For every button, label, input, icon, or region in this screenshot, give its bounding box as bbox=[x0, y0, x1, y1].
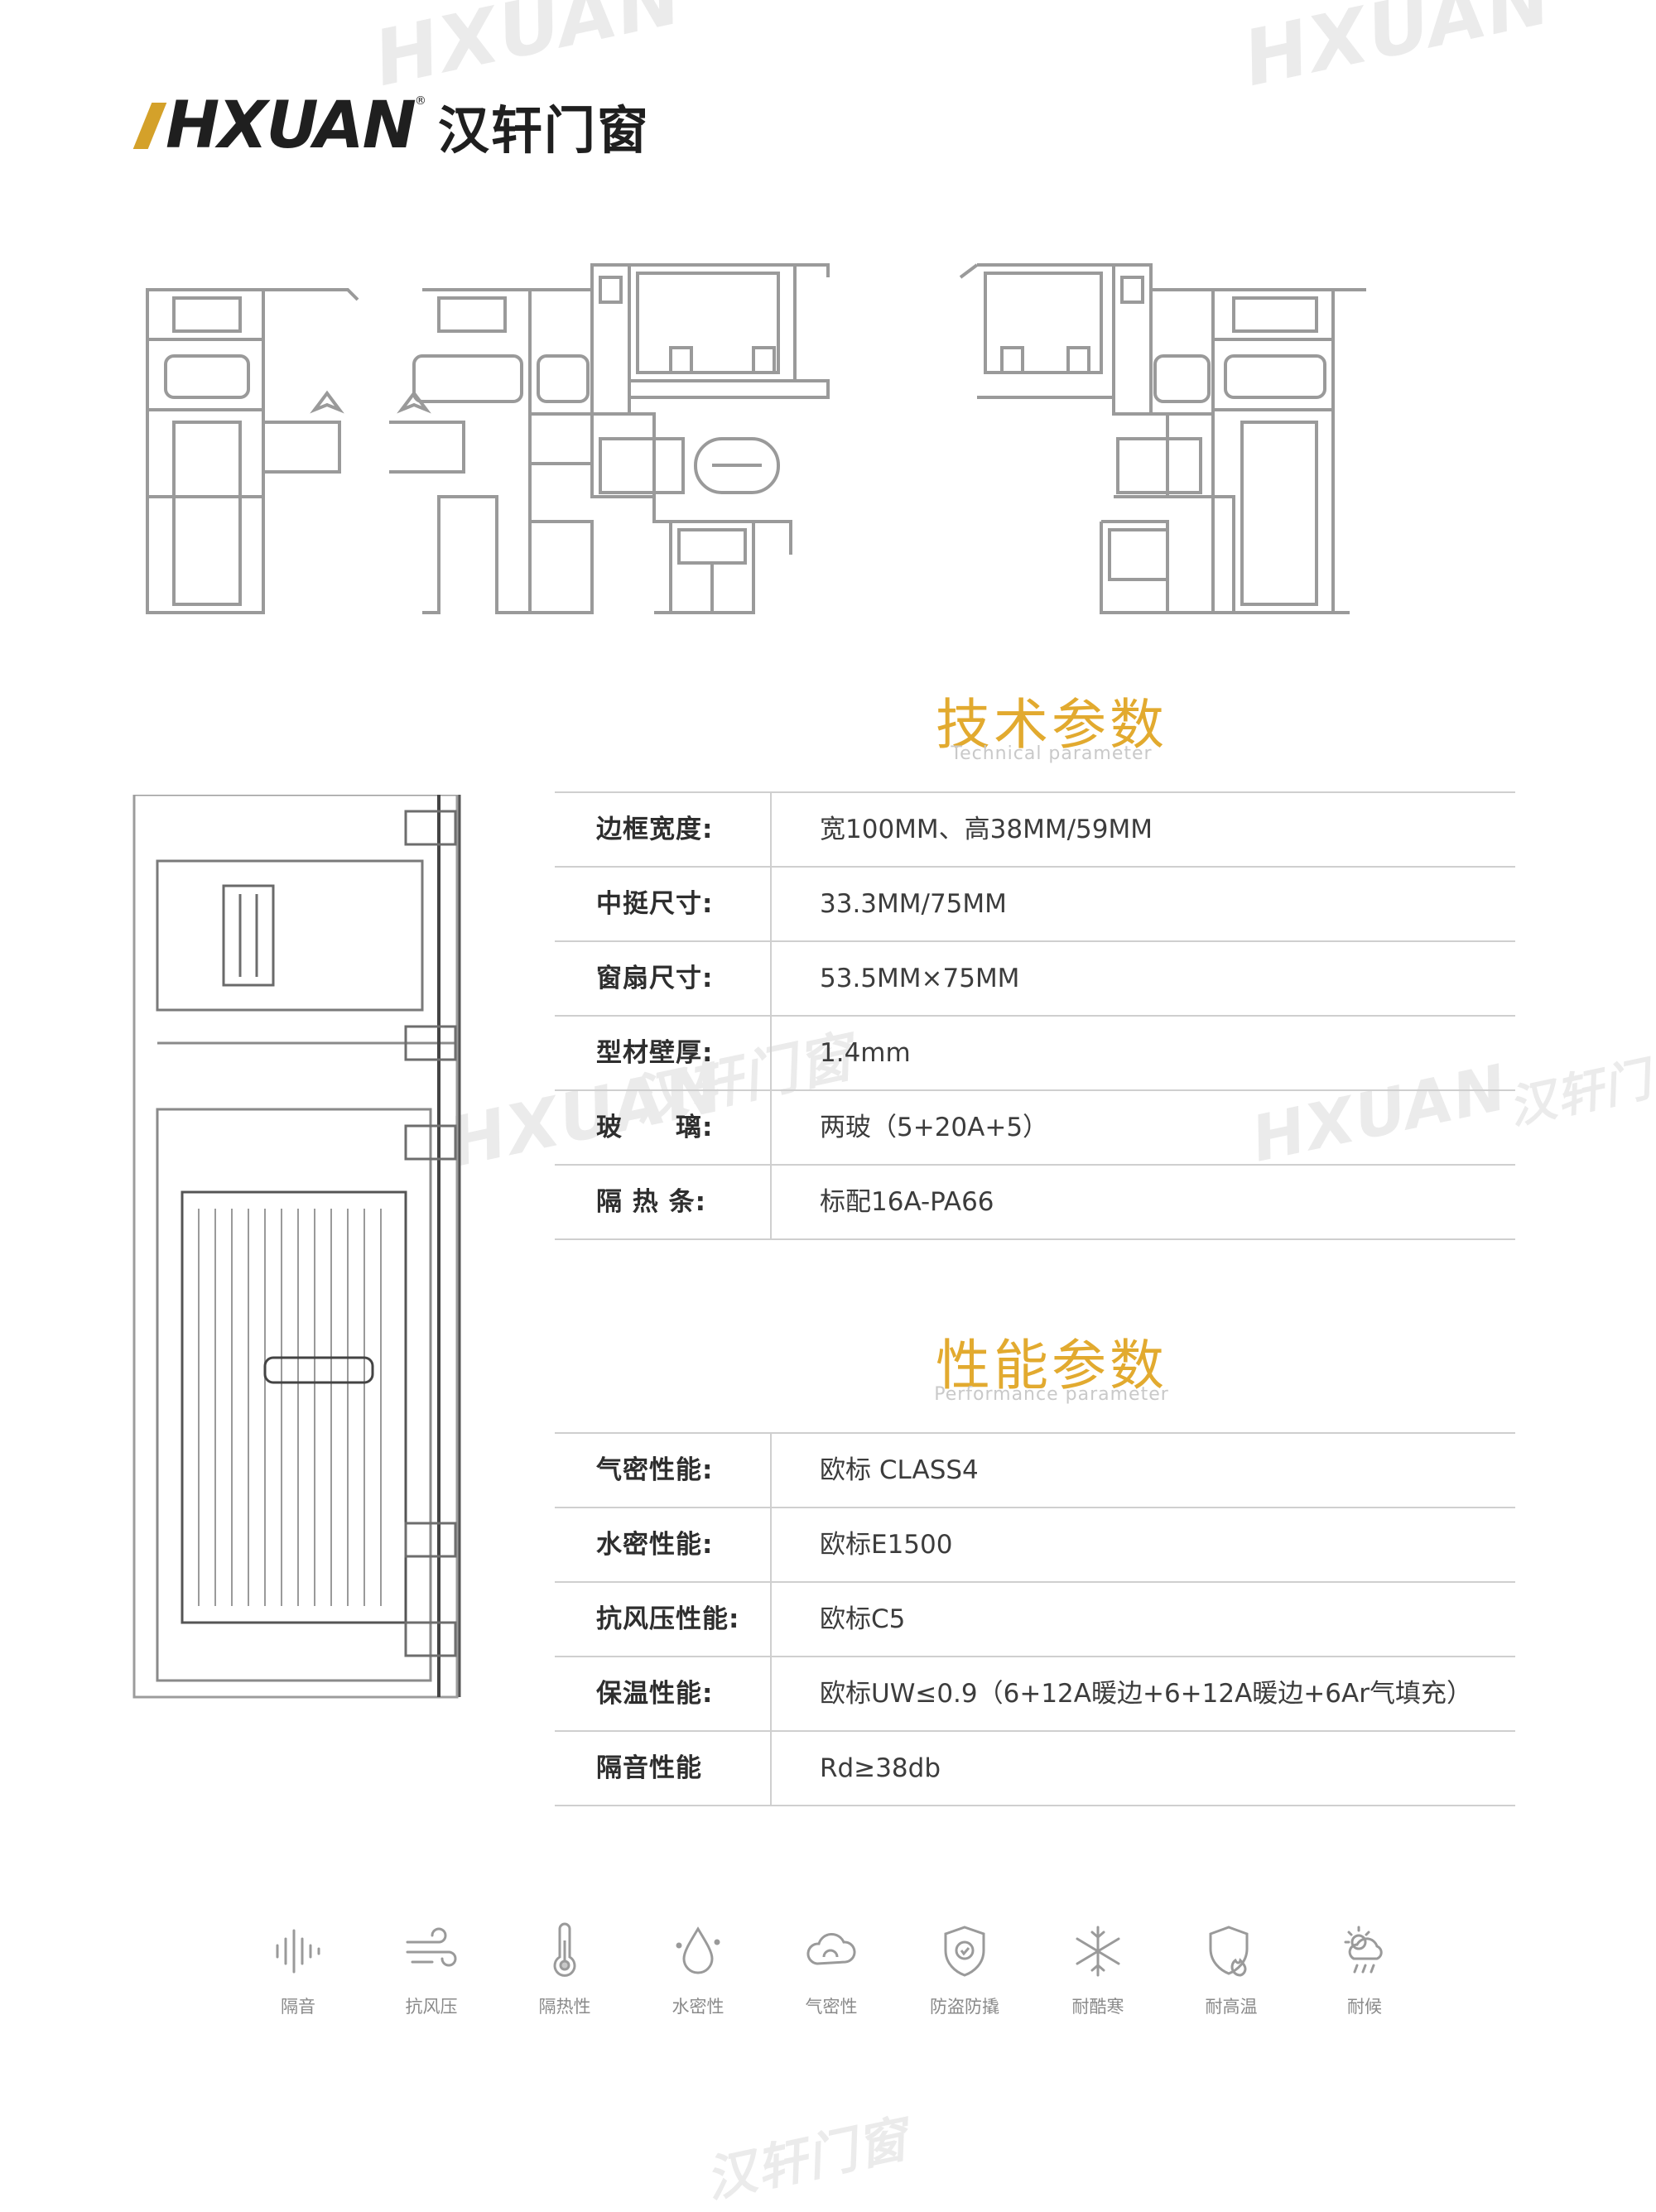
param-value: 33.3MM/75MM bbox=[820, 889, 1007, 919]
table-row: 窗扇尺寸: 53.5MM×75MM bbox=[555, 942, 1515, 1017]
feature-label: 防盗防撬 bbox=[930, 1997, 999, 2017]
performance-subtitle: Performance parameter bbox=[934, 1384, 1169, 1405]
param-label: 气密性能: bbox=[596, 1455, 714, 1485]
feature-label: 耐高温 bbox=[1205, 1997, 1258, 2017]
param-value: 宽100MM、高38MM/59MM bbox=[820, 815, 1153, 844]
table-row: 隔音性能 Rd≥38db bbox=[555, 1732, 1515, 1806]
param-value: 53.5MM×75MM bbox=[820, 964, 1020, 993]
profile-center-mullion bbox=[389, 263, 830, 614]
watermark: HXUAN bbox=[1235, 0, 1560, 103]
snowflake-icon bbox=[1076, 1926, 1120, 1977]
watermark: 汉轩门窗 bbox=[1504, 1042, 1656, 1136]
table-row: 隔 热 条: 标配16A-PA66 bbox=[555, 1166, 1515, 1240]
feature-sound: 隔音 bbox=[253, 1921, 344, 2018]
param-value: 标配16A-PA66 bbox=[820, 1187, 994, 1217]
cloud-icon bbox=[806, 1933, 856, 1965]
row-divider bbox=[770, 1508, 772, 1581]
feature-security: 防盗防撬 bbox=[919, 1921, 1010, 2018]
param-value: 欧标E1500 bbox=[820, 1530, 953, 1560]
logo-latin: HXUAN bbox=[166, 89, 416, 163]
param-label: 边框宽度: bbox=[596, 815, 714, 844]
fire-shield-icon bbox=[1209, 1926, 1249, 1977]
row-divider bbox=[770, 1657, 772, 1730]
window-corner-render bbox=[132, 795, 461, 1699]
row-divider bbox=[770, 1166, 772, 1238]
shield-icon bbox=[944, 1926, 985, 1977]
param-label: 抗风压性能: bbox=[596, 1604, 740, 1634]
table-row: 边框宽度: 宽100MM、高38MM/59MM bbox=[555, 791, 1515, 868]
performance-table: 气密性能: 欧标 CLASS4 水密性能: 欧标E1500 抗风压性能: 欧标C… bbox=[555, 1432, 1515, 1806]
feature-heat: 耐高温 bbox=[1186, 1921, 1277, 2018]
watermark: 汉轩门窗 bbox=[700, 2109, 914, 2210]
param-label: 隔 热 条: bbox=[596, 1187, 706, 1217]
table-row: 水密性能: 欧标E1500 bbox=[555, 1508, 1515, 1583]
performance-title: 性能参数 bbox=[936, 1334, 1167, 1397]
feature-label: 抗风压 bbox=[405, 1997, 458, 2017]
technical-table: 边框宽度: 宽100MM、高38MM/59MM 中挺尺寸: 33.3MM/75M… bbox=[555, 791, 1515, 1240]
row-divider bbox=[770, 942, 772, 1015]
profile-right-frame bbox=[959, 263, 1366, 614]
technical-title: 技术参数 bbox=[936, 693, 1167, 757]
logo-chinese: 汉轩门窗 bbox=[437, 100, 650, 161]
table-row: 玻 璃: 两玻（5+20A+5） bbox=[555, 1091, 1515, 1166]
param-value: 欧标C5 bbox=[820, 1604, 906, 1634]
param-label: 水密性能: bbox=[596, 1530, 714, 1560]
profile-left-frame bbox=[146, 288, 359, 614]
table-row: 型材壁厚: 1.4mm bbox=[555, 1017, 1515, 1091]
registered-mark: ® bbox=[414, 94, 426, 108]
feature-weather: 耐候 bbox=[1319, 1921, 1410, 2018]
param-label: 保温性能: bbox=[596, 1679, 714, 1709]
row-divider bbox=[770, 1091, 772, 1164]
feature-airtight: 气密性 bbox=[786, 1921, 877, 2018]
weather-icon bbox=[1344, 1926, 1383, 1974]
profile-section-drawing bbox=[146, 263, 1366, 614]
param-value: 两玻（5+20A+5） bbox=[820, 1113, 1049, 1142]
sound-icon bbox=[276, 1929, 320, 1974]
table-row: 气密性能: 欧标 CLASS4 bbox=[555, 1432, 1515, 1508]
param-value: 欧标UW≤0.9（6+12A暖边+6+12A暖边+6Ar气填充） bbox=[820, 1679, 1472, 1709]
feature-label: 隔热性 bbox=[538, 1997, 591, 2017]
row-divider bbox=[770, 868, 772, 940]
row-divider bbox=[770, 1732, 772, 1805]
param-label: 隔音性能 bbox=[596, 1753, 702, 1783]
param-label: 中挺尺寸: bbox=[596, 889, 714, 919]
param-label: 窗扇尺寸: bbox=[596, 964, 714, 993]
table-row: 中挺尺寸: 33.3MM/75MM bbox=[555, 868, 1515, 942]
param-value: Rd≥38db bbox=[820, 1753, 941, 1783]
table-row: 抗风压性能: 欧标C5 bbox=[555, 1583, 1515, 1657]
technical-subtitle: Technical parameter bbox=[951, 743, 1153, 764]
feature-thermal: 隔热性 bbox=[519, 1921, 610, 2018]
wind-icon bbox=[406, 1927, 457, 1967]
param-value: 欧标 CLASS4 bbox=[820, 1455, 979, 1485]
feature-label: 水密性 bbox=[672, 1997, 724, 2017]
row-divider bbox=[770, 793, 772, 866]
feature-label: 气密性 bbox=[805, 1997, 858, 2017]
feature-wind: 抗风压 bbox=[386, 1921, 477, 2018]
water-drop-icon bbox=[676, 1926, 720, 1974]
param-label: 玻 璃: bbox=[596, 1113, 714, 1142]
feature-watertight: 水密性 bbox=[652, 1921, 744, 2018]
param-value: 1.4mm bbox=[820, 1038, 911, 1068]
feature-cold: 耐酷寒 bbox=[1052, 1921, 1143, 2018]
feature-label: 耐酷寒 bbox=[1071, 1997, 1124, 2017]
table-row: 保温性能: 欧标UW≤0.9（6+12A暖边+6+12A暖边+6Ar气填充） bbox=[555, 1657, 1515, 1732]
row-divider bbox=[770, 1017, 772, 1089]
brand-logo: HXUAN ® 汉轩门窗 bbox=[132, 89, 650, 163]
row-divider bbox=[770, 1434, 772, 1507]
param-label: 型材壁厚: bbox=[596, 1038, 714, 1068]
feature-label: 耐候 bbox=[1347, 1997, 1382, 2017]
feature-label: 隔音 bbox=[281, 1997, 315, 2017]
row-divider bbox=[770, 1583, 772, 1656]
logo-mark bbox=[132, 103, 167, 149]
thermometer-icon bbox=[553, 1922, 576, 1977]
